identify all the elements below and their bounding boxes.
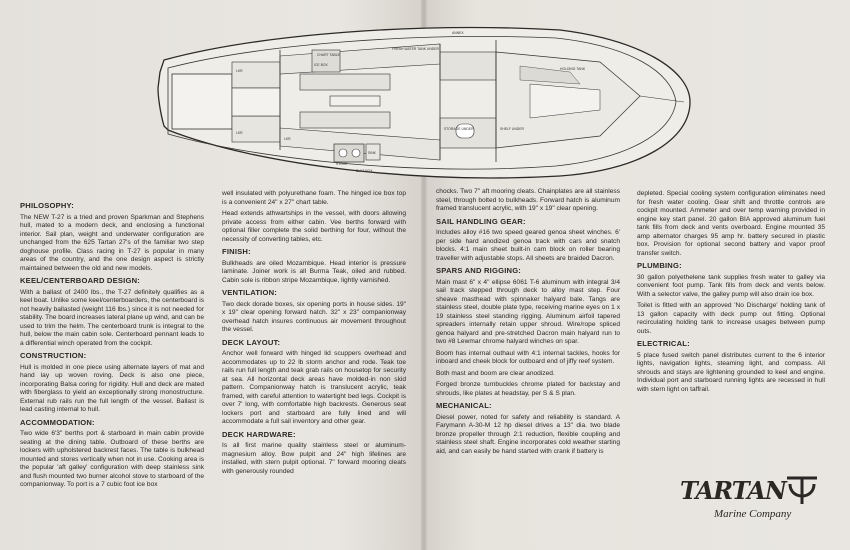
plan-label: BLKT BOX bbox=[356, 169, 373, 173]
section-heading: SPARS AND RIGGING: bbox=[436, 266, 522, 275]
deck-plan-drawing: CHART TABLE FRESH WATER TANK UNDER ANNEX… bbox=[157, 26, 691, 179]
section-heading: PLUMBING: bbox=[637, 261, 682, 270]
column-3: chocks. Two 7" aft mooring cleats. Chain… bbox=[436, 188, 620, 459]
logo-mark-icon bbox=[787, 476, 817, 504]
section-heading: PHILOSOPHY: bbox=[20, 201, 74, 210]
section-paragraph: The NEW T-27 is a tried and proven Spark… bbox=[20, 213, 204, 272]
section-paragraph: Head extends athwartships in the vessel,… bbox=[222, 210, 406, 243]
section-heading: KEEL/CENTERBOARD DESIGN: bbox=[20, 276, 140, 285]
section-paragraph: Hull is molded in one piece using altern… bbox=[20, 363, 204, 414]
section-paragraph: Both mast and boom are clear anodized. bbox=[436, 369, 555, 377]
section-paragraph: Is all first marine quality stainless st… bbox=[222, 442, 406, 475]
plan-label: SHELF UNDER bbox=[500, 127, 524, 131]
section-heading: MECHANICAL: bbox=[436, 401, 492, 410]
column-4: depleted. Special cooling system configu… bbox=[637, 190, 825, 397]
section-heading: SAIL HANDLING GEAR: bbox=[436, 216, 526, 226]
logo-subtitle: Marine Company bbox=[714, 508, 792, 520]
plan-label: LKR bbox=[236, 69, 243, 73]
logo-wordmark: TARTAN bbox=[680, 476, 787, 505]
section-paragraph: Diesel power, noted for safety and relia… bbox=[436, 413, 620, 455]
plan-label: LKR bbox=[236, 131, 243, 135]
column-2: well insulated with polyurethane foam. T… bbox=[222, 190, 406, 479]
section-paragraph: Boom has internal outhaul with 4:1 inter… bbox=[436, 349, 620, 366]
section-paragraph: Toilet is fitted with an approved 'No Di… bbox=[637, 302, 825, 335]
plan-label: STORAGE UNDER bbox=[444, 127, 474, 131]
plan-label: ICE BOX bbox=[314, 63, 328, 67]
section-heading: ELECTRICAL: bbox=[637, 339, 690, 348]
section-paragraph: Two wide 6'3" berths port & starboard in… bbox=[20, 430, 204, 488]
plan-label: ANNEX bbox=[452, 31, 464, 35]
section-paragraph: chocks. Two 7" aft mooring cleats. Chain… bbox=[436, 188, 620, 212]
plan-label: STOVE bbox=[336, 162, 348, 166]
column-1: PHILOSOPHY: The NEW T-27 is a tried and p… bbox=[20, 198, 204, 493]
section-paragraph: 5 place fused switch panel distributes c… bbox=[637, 351, 825, 393]
plan-label: HOLDING TANK bbox=[560, 67, 586, 71]
section-heading: ACCOMMODATION: bbox=[20, 417, 95, 427]
plan-label: FRESH WATER TANK UNDER bbox=[392, 47, 440, 51]
section-heading: CONSTRUCTION: bbox=[20, 351, 87, 360]
section-heading: DECK HARDWARE: bbox=[222, 429, 296, 439]
page-fold bbox=[421, 0, 427, 550]
section-heading: DECK LAYOUT: bbox=[222, 337, 281, 347]
section-paragraph: Includes alloy #16 two speed geared geno… bbox=[436, 229, 620, 262]
plan-label: SINK bbox=[368, 151, 377, 155]
section-paragraph: depleted. Special cooling system configu… bbox=[637, 190, 825, 257]
section-paragraph: well insulated with polyurethane foam. T… bbox=[222, 190, 406, 206]
section-paragraph: Anchor well forward with hinged lid scup… bbox=[222, 350, 406, 425]
section-paragraph: With a ballast of 2400 lbs., the T-27 de… bbox=[20, 288, 204, 347]
plan-label: LKR bbox=[284, 137, 291, 141]
section-heading: FINISH: bbox=[222, 247, 251, 256]
plan-label: CHART TABLE bbox=[317, 53, 341, 57]
section-heading: VENTILATION: bbox=[222, 288, 277, 297]
section-paragraph: Forged bronze turnbuckles chrome plated … bbox=[436, 381, 620, 397]
tartan-logo: TARTAN Marine Company bbox=[676, 468, 826, 530]
section-paragraph: Two deck dorade boxes, six opening ports… bbox=[222, 300, 406, 334]
section-paragraph: 30 gallon polyethelene tank supplies fre… bbox=[637, 273, 825, 298]
section-paragraph: Main mast 6" x 4" ellipse 6061 T-6 alumi… bbox=[436, 278, 620, 346]
section-paragraph: Bulkheads are oiled Mozambique. Head int… bbox=[222, 259, 406, 284]
